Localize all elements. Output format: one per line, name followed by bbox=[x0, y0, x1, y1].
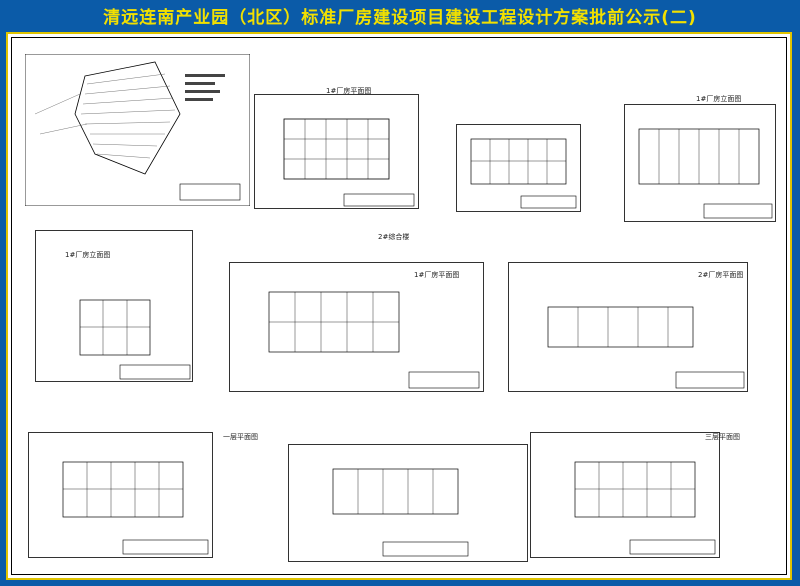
plan-sheet-c: 1#厂房立面图 bbox=[624, 95, 776, 222]
announcement-banner: 清远连南产业园（北区）标准厂房建设项目建设工程设计方案批前公示(二) bbox=[0, 0, 800, 30]
drawing-board: 1#厂房平面图 1#厂房立面图 bbox=[6, 32, 792, 580]
sheet-title: 1#厂房平面图 bbox=[414, 271, 460, 279]
sheet-title: 一层平面图 bbox=[223, 433, 258, 441]
board-frame bbox=[11, 37, 787, 575]
sheet-title: 1#厂房立面图 bbox=[65, 251, 111, 259]
plan-sheet-g: 2#厂房平面图 bbox=[508, 262, 748, 392]
plan-sheet-f: 1#厂房平面图 bbox=[229, 262, 484, 392]
page-title: 清远连南产业园（北区）标准厂房建设项目建设工程设计方案批前公示(二) bbox=[103, 7, 697, 28]
plan-sheet-b bbox=[456, 124, 581, 212]
plan-sheet-a: 1#厂房平面图 bbox=[254, 87, 419, 209]
sheet-title: 1#厂房平面图 bbox=[326, 87, 372, 95]
plan-sheet-i bbox=[288, 444, 528, 562]
plan-sheet-h: 一层平面图 bbox=[28, 432, 258, 558]
sheet-title: 2#厂房平面图 bbox=[698, 271, 744, 279]
plan-sheet-j: 三层平面图 bbox=[530, 432, 740, 558]
sheet-title: 三层平面图 bbox=[705, 433, 740, 441]
site-plan-sheet bbox=[25, 54, 250, 206]
sheet-title: 1#厂房立面图 bbox=[696, 95, 742, 103]
plan-sheet-d: 1#厂房立面图 bbox=[35, 230, 193, 382]
sheet-group-title: 2#综合楼 bbox=[378, 233, 410, 241]
